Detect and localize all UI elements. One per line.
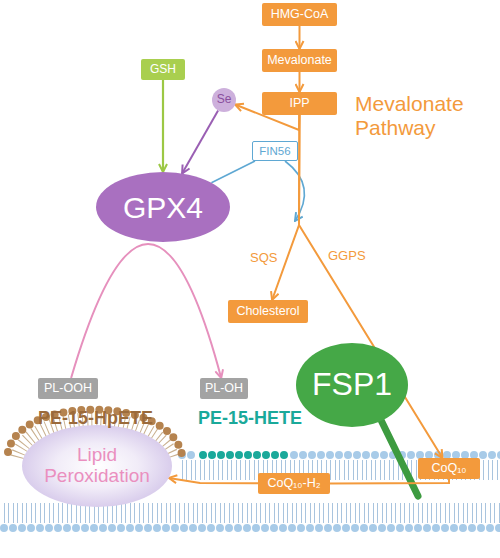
- node-text: Se: [217, 93, 232, 106]
- pathway-arrow: [299, 26, 301, 49]
- metabolite-box: CoQ₁₀-H₂: [258, 473, 330, 494]
- lipid-tails: [0, 503, 500, 523]
- node-text: HMG-CoA: [271, 8, 329, 22]
- node-text: IPP: [289, 97, 309, 111]
- node-text: FSP1: [312, 367, 392, 402]
- pathway-arrow: [211, 161, 255, 183]
- pathway-arrow: [299, 72, 301, 92]
- oxidized-lipid-heads: [203, 451, 292, 459]
- node-text: CoQ₁₀: [431, 462, 466, 476]
- lipid-heads: [0, 524, 500, 532]
- edge-label: SQS: [250, 250, 277, 265]
- selenium-circle: Se: [212, 88, 236, 112]
- metabolite-box: HMG-CoA: [262, 3, 337, 26]
- ellipse-fill: [22, 425, 172, 507]
- pathway-title: Mevalonate Pathway: [355, 92, 485, 140]
- pathway-arrow: [330, 479, 449, 483]
- inducer-box: FIN56: [252, 141, 298, 161]
- node-text: Mevalonate: [267, 54, 332, 68]
- pathway-arrow: [162, 80, 164, 172]
- node-text: PL-OOH: [44, 382, 92, 396]
- cofactor-box: GSH: [141, 59, 185, 80]
- edge-label: GGPS: [328, 248, 366, 263]
- lipid-box: PL-OOH: [38, 378, 98, 399]
- fin56-activation-arrow: [285, 161, 304, 221]
- node-text: Lipid Peroxidation: [22, 445, 172, 487]
- metabolite-box: IPP: [262, 92, 337, 115]
- ellipse-fill: [96, 172, 230, 242]
- metabolite-box: Mevalonate: [262, 49, 337, 72]
- pathway-arrow: [182, 110, 218, 173]
- ellipse-fill: [212, 88, 236, 112]
- node-text: GPX4: [123, 191, 203, 224]
- enzyme-ellipse: GPX4: [96, 172, 230, 242]
- lipid-box: PL-OH: [200, 378, 248, 399]
- enzyme-ellipse: FSP1: [296, 343, 408, 427]
- node-text: FIN56: [259, 145, 290, 158]
- pathway-arrow: [71, 244, 221, 378]
- node-text: PL-OH: [205, 382, 243, 396]
- lipid-species-label: PE-15-HETE: [198, 408, 328, 429]
- lipid-species-label: PE-15-HpETE: [38, 408, 188, 429]
- node-text: Cholesterol: [236, 305, 299, 319]
- node-text: CoQ₁₀-H₂: [267, 477, 320, 491]
- node-text: GSH: [150, 63, 176, 76]
- membrane-anchor: [380, 418, 418, 496]
- metabolite-box: CoQ₁₀: [418, 458, 480, 479]
- metabolite-box: Cholesterol: [228, 300, 308, 323]
- ellipse-fill: [296, 343, 408, 427]
- lipid-droplet: Lipid Peroxidation: [22, 425, 172, 507]
- pathway-arrow: [169, 478, 258, 483]
